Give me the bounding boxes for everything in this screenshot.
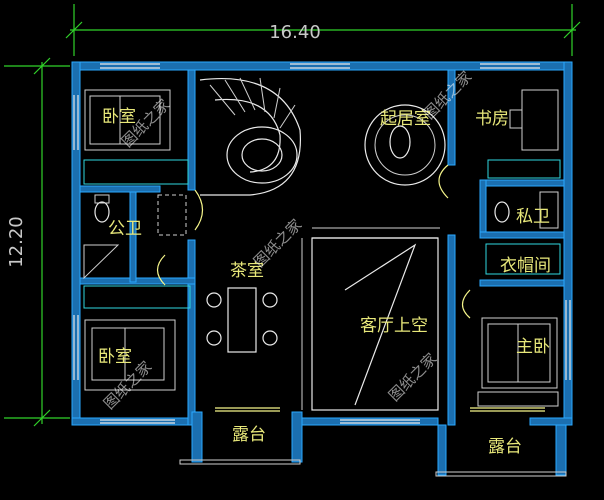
furniture (83, 77, 567, 477)
room-label-balcony-right: 露台 (488, 437, 522, 457)
height-dimension-label: 12.20 (6, 216, 27, 268)
room-label-bedroom-top-left: 卧室 (102, 107, 136, 127)
room-label-hall-void: 客厅上空 (360, 316, 428, 336)
width-dimension-label: 16.40 (269, 22, 321, 43)
watermark-5: 图纸之家 (385, 350, 440, 405)
room-label-public-bath: 公卫 (108, 219, 142, 239)
room-label-living-room: 起居室 (380, 109, 431, 129)
dimension-lines (4, 4, 581, 427)
room-label-bedroom-bottom-left: 卧室 (98, 347, 132, 367)
room-label-tea-room: 茶室 (230, 261, 264, 281)
room-label-study: 书房 (475, 109, 509, 129)
watermark-3: 图纸之家 (250, 216, 305, 271)
exterior-walls (71, 61, 573, 426)
room-label-private-bath: 私卫 (516, 207, 550, 227)
room-label-balcony-left: 露台 (232, 425, 266, 445)
room-label-closet: 衣帽间 (500, 256, 551, 276)
windows (73, 63, 571, 424)
room-label-master-bedroom: 主卧 (516, 337, 550, 357)
interior-walls (79, 69, 567, 476)
